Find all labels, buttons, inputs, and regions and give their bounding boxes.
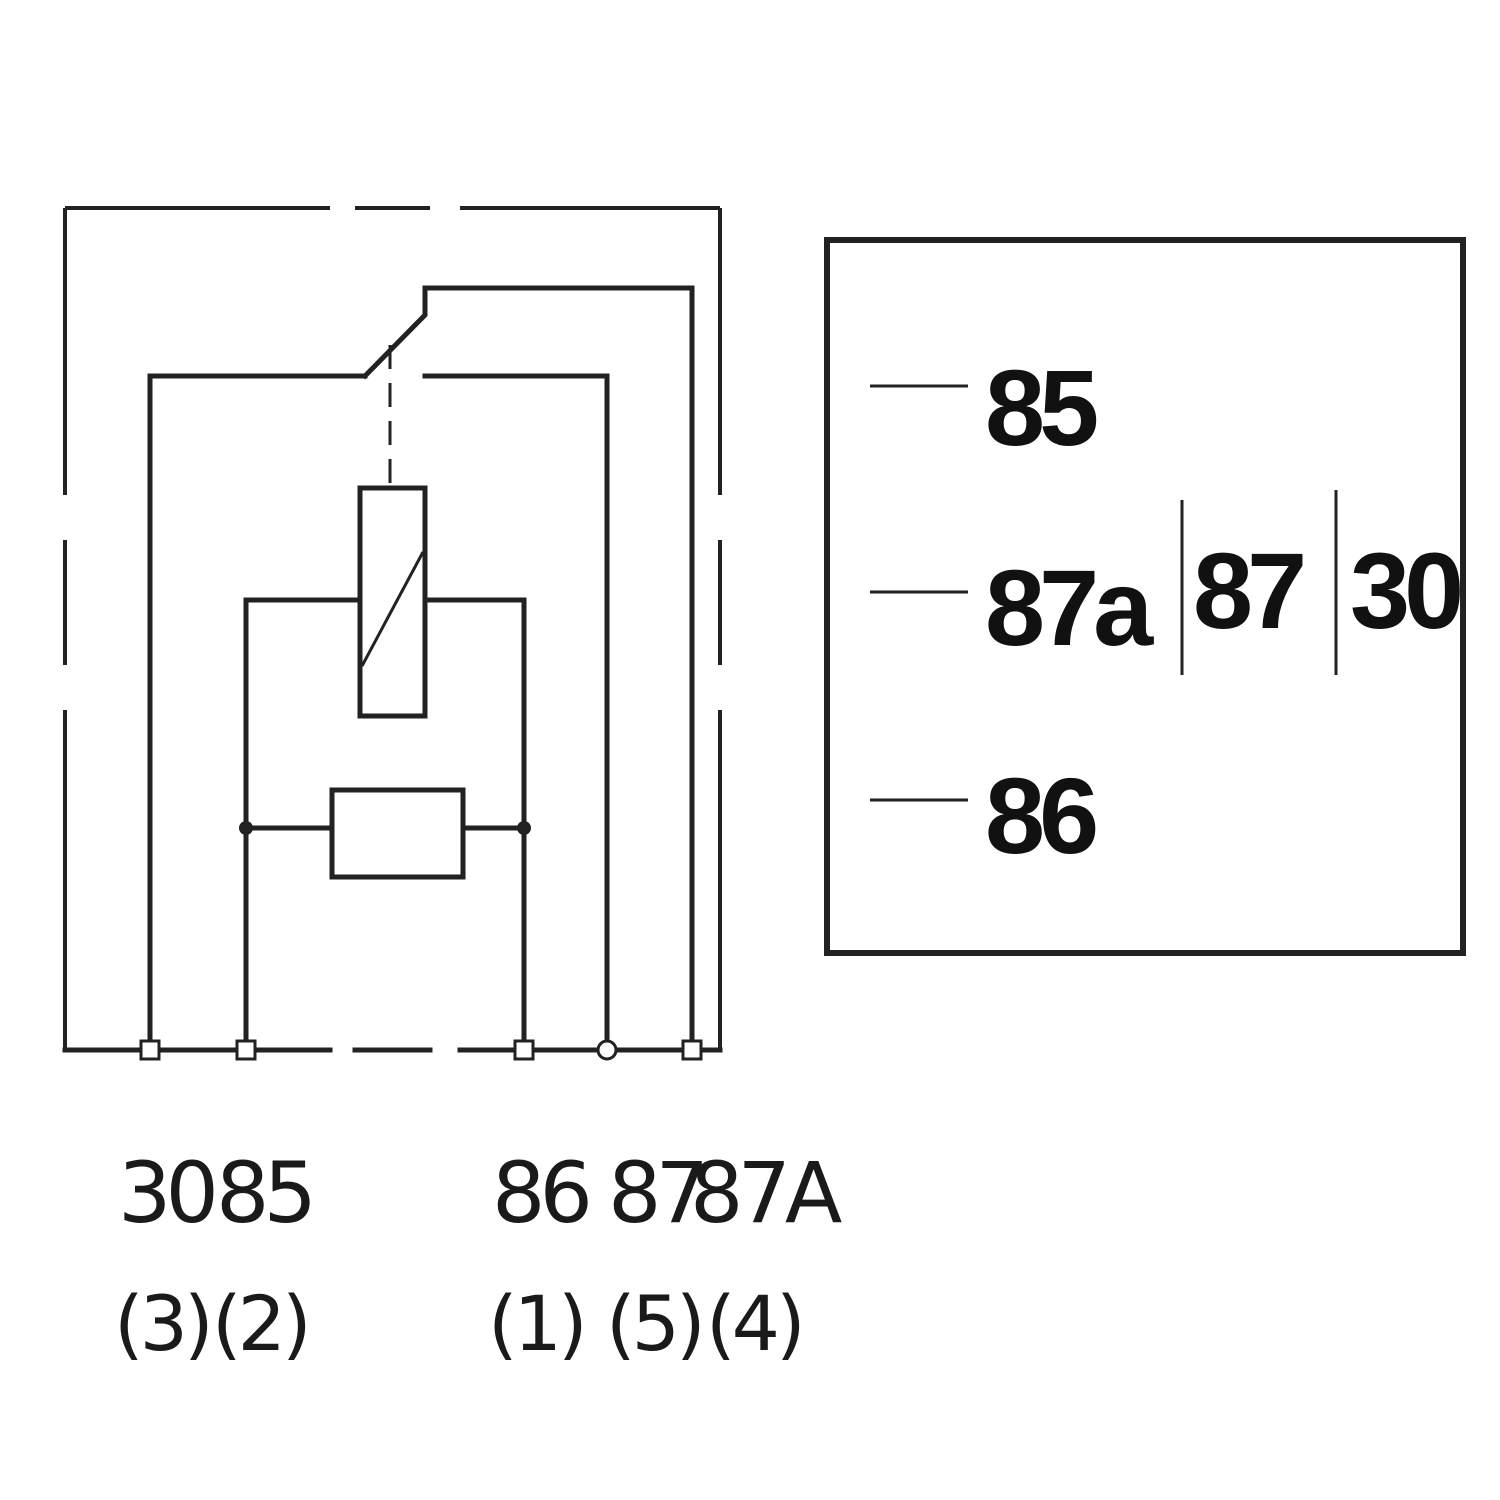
pin-number-86: (1)	[488, 1279, 584, 1368]
legend-label-87: 87	[1193, 530, 1303, 651]
pin-86	[513, 1039, 535, 1061]
legend-label-87a: 87a	[985, 547, 1154, 668]
terminal-labels: 30 85 86 87 87A (3) (2) (1) (5) (4)	[114, 1144, 848, 1368]
pin-number-87a: (4)	[706, 1279, 802, 1368]
switch-circuit	[147, 285, 695, 1053]
pin-number-30: (3)	[114, 1279, 210, 1368]
pin-legend: 85 87a 86 87 30	[824, 237, 1466, 956]
legend-label-30: 30	[1350, 530, 1460, 651]
terminal-label-87: 87	[608, 1144, 703, 1242]
legend-label-86: 86	[985, 755, 1096, 876]
legend-frame	[824, 237, 1466, 956]
relay-coil	[357, 485, 428, 719]
pin-87a	[681, 1039, 703, 1061]
legend-label-85: 85	[985, 347, 1097, 468]
terminal-label-85: 85	[216, 1144, 311, 1242]
pin-number-85: (2)	[212, 1279, 308, 1368]
pin-number-87: (5)	[606, 1279, 702, 1368]
relay-housing	[62, 206, 723, 1053]
terminal-pins	[139, 1039, 703, 1061]
pin-30	[139, 1039, 161, 1061]
terminal-label-86: 86	[492, 1144, 588, 1242]
terminal-label-87a: 87A	[690, 1144, 842, 1242]
terminal-label-30: 30	[118, 1144, 213, 1242]
resistor	[329, 787, 466, 880]
pin-85	[235, 1039, 257, 1061]
pin-87	[596, 1039, 618, 1061]
coil-circuit	[239, 485, 531, 1053]
